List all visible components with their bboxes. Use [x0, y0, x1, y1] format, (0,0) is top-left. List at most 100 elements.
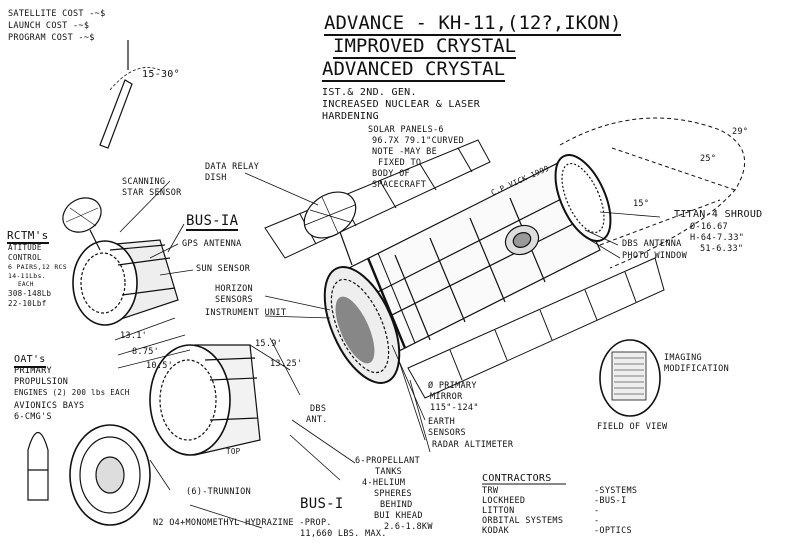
hardening-label-1: INCREASED NUCLEAR & LASER — [322, 99, 481, 110]
field-of-view-label: FIELD OF VIEW — [597, 422, 668, 432]
titan-shroud-outline — [559, 117, 746, 269]
helium-label-4: BUI KHEAD — [374, 511, 423, 521]
title-line-3: ADVANCED CRYSTAL — [322, 58, 506, 82]
helium-label-2: SPHERES — [374, 489, 412, 499]
rctm-line-1: ATITUDE — [8, 243, 42, 252]
contractors-heading: CONTRACTORS — [482, 473, 552, 484]
contractor-role: -OPTICS — [594, 526, 632, 536]
earth-sensors-label-1: EARTH — [428, 417, 456, 427]
contractor-name: LITTON — [482, 506, 515, 516]
data-relay-label-1: DATA RELAY — [205, 162, 260, 172]
launch-vehicle — [27, 431, 49, 501]
contractor-name: ORBITAL SYSTEMS — [482, 516, 564, 526]
rctm-line-5: EACH — [18, 281, 34, 288]
gps-antenna-label: GPS ANTENNA — [182, 239, 242, 249]
angle-shroud-c: 15° — [633, 199, 650, 209]
propellant-label-2: TANKS — [375, 467, 403, 477]
imaging-label-2: MODIFICATION — [664, 364, 730, 374]
horizon-label-1: HORIZON — [215, 284, 253, 294]
note-line-2: FIXED TO — [378, 158, 422, 168]
generation-label: IST.& 2ND. GEN. — [322, 87, 417, 98]
oat-line-2: PROPULSION — [14, 377, 69, 387]
propellant-label-1: 6-PROPELLANT — [355, 456, 421, 466]
scanning-star-label-2: STAR SENSOR — [122, 188, 182, 198]
imaging-label-1: IMAGING — [664, 353, 702, 363]
horizon-label-2: SENSORS — [215, 295, 253, 305]
leader-lines — [119, 172, 661, 529]
helium-label-5: 2.6-1.8KW — [384, 522, 433, 532]
oat-line-3: ENGINES (2) 200 lbs EACH — [14, 388, 130, 397]
dim-15-9: 15.9' — [255, 339, 283, 349]
dbs-ant-label-2: ANT. — [306, 415, 328, 425]
top-label: TOP — [226, 447, 241, 456]
contractor-name: KODAK — [482, 526, 510, 536]
rctm-line-7: 22-10Lbf — [8, 299, 47, 308]
title-line-1: ADVANCE - KH-11,(12?,IKON) — [324, 12, 622, 36]
contractor-role: -SYSTEMS — [594, 486, 638, 496]
angle-shroud-a: 29° — [732, 127, 749, 137]
dbs-ant-label-1: DBS — [310, 404, 327, 414]
rctm-title: RCTM's — [7, 229, 49, 244]
titan-shroud-s: 51-6.33" — [700, 244, 744, 254]
note-line-1: NOTE -MAY BE — [372, 147, 438, 157]
prop-label-2: 11,660 LBS. MAX. — [300, 529, 387, 539]
dim-13-1: 13.1' — [120, 331, 148, 341]
titan-shroud-label: TITAN-4 SHROUD — [674, 209, 763, 220]
dimension-lines — [109, 67, 301, 396]
titan-shroud-h: H-64-7.33" — [690, 233, 745, 243]
rctm-line-6: 308-148Lb — [8, 289, 52, 298]
prop-label-1: N2 O4+MONOMETHYL HYDRAZINE -PROP. — [153, 518, 332, 528]
contractor-name: TRW — [482, 486, 499, 496]
satellite-cost: SATELLITE COST -~$ — [8, 9, 106, 19]
helium-label-3: BEHIND — [380, 500, 413, 510]
scanning-star-label-1: SCANNING — [122, 177, 166, 187]
trunnion-label: (6)-TRUNNION — [186, 487, 252, 497]
primary-mirror-label-3: 115"-124" — [430, 403, 479, 413]
avionics-line-1: AVIONICS BAYS — [14, 401, 85, 411]
oat-line-1: PRIMARY — [14, 366, 52, 376]
title-line-2: IMPROVED CRYSTAL — [333, 35, 517, 59]
angle-top: 15-30° — [142, 69, 180, 80]
note-line-3: BODY OF — [372, 169, 410, 179]
program-cost: PROGRAM COST -~$ — [8, 33, 95, 43]
instrument-unit-label: INSTRUMENT UNIT — [205, 308, 287, 318]
primary-mirror-label-1: Ø PRIMARY — [428, 381, 477, 391]
data-relay-label-2: DISH — [205, 173, 227, 183]
helium-label-1: 4-HELIUM — [362, 478, 406, 488]
titan-shroud-dia: Ø-16.67 — [690, 222, 728, 232]
avionics-ring — [69, 424, 151, 526]
bus-ia-module — [62, 197, 179, 326]
bus-ia-label: BUS-IA — [186, 213, 239, 231]
sun-sensor-label: SUN SENSOR — [196, 264, 251, 274]
dim-8-75: 8.75' — [132, 347, 160, 357]
contractor-role: -BUS-I — [594, 496, 627, 506]
bus-i-module — [149, 344, 261, 456]
hardening-label-2: HARDENING — [322, 111, 379, 122]
radar-altimeter-label: RADAR ALTIMETER — [432, 440, 514, 450]
avionics-line-2: 6-CMG'S — [14, 412, 52, 422]
contractor-name: LOCKHEED — [482, 496, 526, 506]
solar-panels-dims: 96.7X 79.1"CURVED — [372, 136, 465, 146]
contractor-role: - — [594, 506, 600, 516]
note-line-4: SPACECRAFT — [372, 180, 427, 190]
launch-cost: LAUNCH COST -~$ — [8, 21, 90, 31]
imaging-window-module — [599, 339, 661, 417]
solar-panels-label: SOLAR PANELS-6 — [368, 125, 444, 135]
rctm-line-4: 14-11Lbs. — [8, 272, 46, 280]
data-relay-dish — [303, 191, 357, 266]
oat-title: OAT's — [14, 355, 46, 368]
angle-shroud-b: 25° — [700, 154, 717, 164]
dbs-antenna-label: DBS ANTENNA — [622, 239, 682, 249]
contractor-role: - — [594, 516, 600, 526]
bus-i-label: BUS-I — [300, 496, 344, 512]
rctm-line-3: 6 PAIRS,12 RCS — [8, 263, 67, 271]
photo-window-label: PHOTO WINDOW — [622, 251, 688, 261]
telescope-body — [323, 154, 612, 384]
earth-sensors-label-2: SENSORS — [428, 428, 466, 438]
rctm-line-2: CONTROL — [8, 253, 42, 262]
upper-antenna — [99, 40, 133, 149]
primary-mirror-label-2: MIRROR — [430, 392, 463, 402]
dim-13-25: 13.25' — [270, 359, 303, 369]
dim-10-5: 10.5' — [146, 361, 174, 371]
